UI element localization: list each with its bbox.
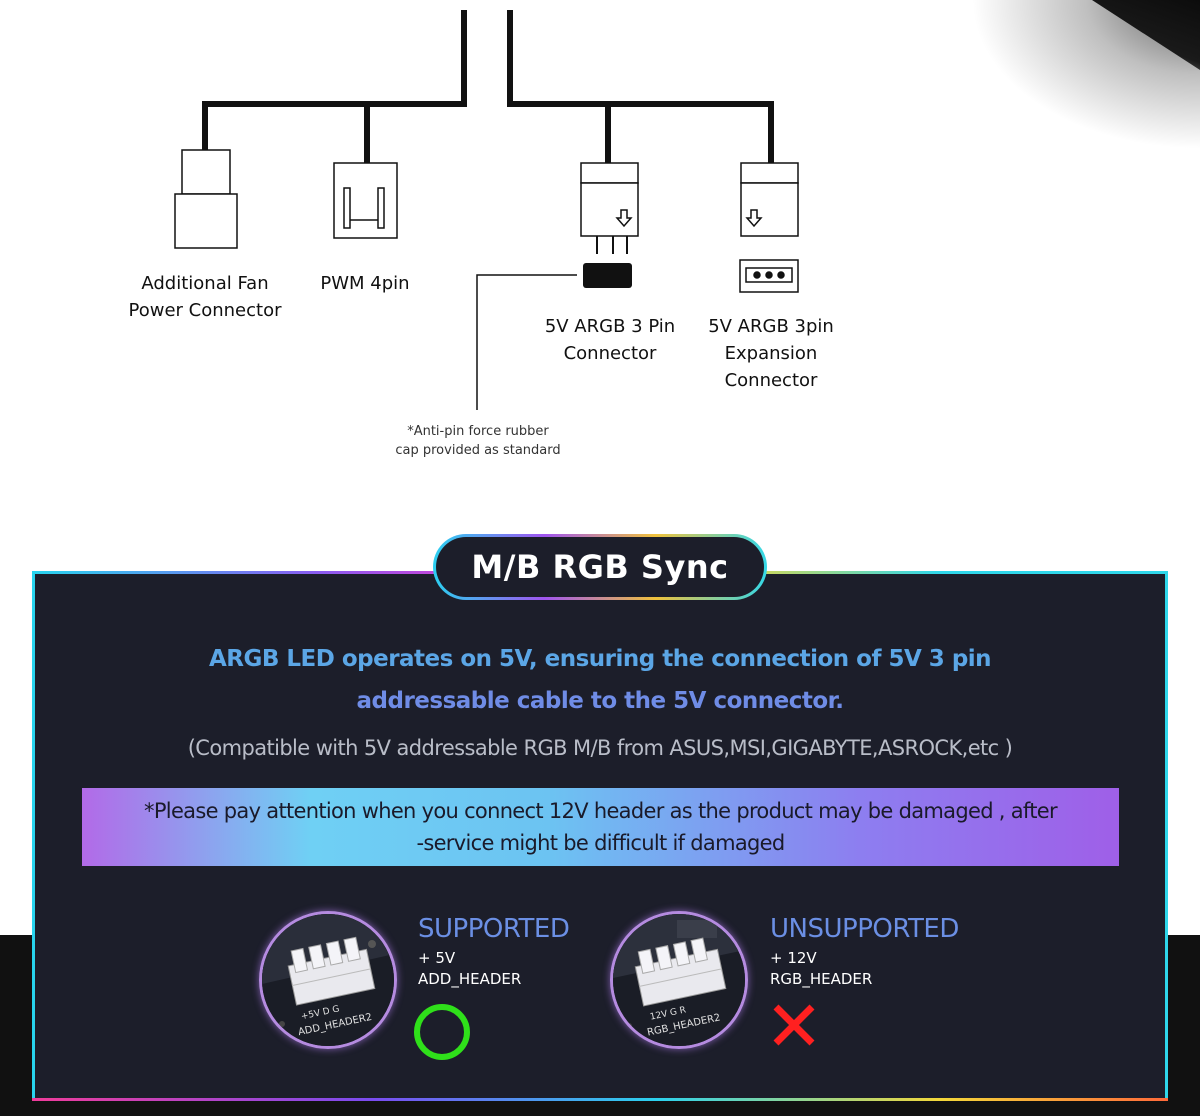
unsupported-title: UNSUPPORTED <box>770 914 959 944</box>
warning-banner: *Please pay attention when you connect 1… <box>82 788 1119 866</box>
argb3-label-line2: Connector <box>563 343 657 364</box>
additional-fan-label-line2: Power Connector <box>128 300 282 321</box>
cable-lines <box>202 10 774 163</box>
headline-line2: addressable cable to the 5V connector. <box>356 688 844 714</box>
supported-title: SUPPORTED <box>418 914 570 944</box>
footnote-leader-line <box>476 274 577 410</box>
argb-expansion-label-line1: 5V ARGB 3pin <box>708 316 834 337</box>
additional-fan-label-line1: Additional Fan <box>141 273 269 294</box>
rgb-sync-title-pill: M/B RGB Sync <box>433 534 767 600</box>
red-x-icon <box>773 1004 815 1046</box>
warning-line1: *Please pay attention when you connect 1… <box>144 799 1058 823</box>
title-pill-inner: M/B RGB Sync <box>436 537 764 597</box>
pwm-label-text: PWM 4pin <box>320 273 410 294</box>
rgb-sync-title: M/B RGB Sync <box>471 548 729 586</box>
rgb-header-pins-illustration: 12V G R RGB_HEADER2 <box>613 914 745 1046</box>
argb3-label-line1: 5V ARGB 3 Pin <box>544 316 676 337</box>
unsupported-header-photo: 12V G R RGB_HEADER2 <box>610 911 748 1049</box>
supported-header-name: ADD_HEADER <box>418 970 522 988</box>
footnote-line1: *Anti-pin force rubber <box>407 424 549 439</box>
argb-expansion-label-line2: Expansion <box>724 343 818 364</box>
headline-line1: ARGB LED operates on 5V, ensuring the co… <box>208 646 992 672</box>
pwm-connector-icon <box>333 162 398 239</box>
warning-line2: -service might be difficult if damaged <box>416 831 785 855</box>
argb3-label: 5V ARGB 3 Pin Connector <box>525 313 695 367</box>
unsupported-voltage: + 12V <box>770 949 817 967</box>
cable-diagram <box>174 10 799 410</box>
left-cable <box>202 10 467 150</box>
pwm-label: PWM 4pin <box>295 270 435 297</box>
argb-3pin-connector-icon <box>580 162 639 254</box>
argb-expansion-connector-icon <box>739 162 799 293</box>
additional-fan-label: Additional Fan Power Connector <box>105 270 305 324</box>
footnote-line2: cap provided as standard <box>395 443 561 458</box>
rubber-cap-icon <box>583 263 632 288</box>
green-circle-icon <box>414 1004 470 1060</box>
argb-expansion-label-line3: Connector <box>724 370 818 391</box>
supported-voltage: + 5V <box>418 949 456 967</box>
right-cable <box>507 10 774 163</box>
compatibility-note: (Compatible with 5V addressable RGB M/B … <box>187 736 1013 760</box>
argb-expansion-label: 5V ARGB 3pin Expansion Connector <box>690 313 852 394</box>
add-header-pins-illustration: +5V D G ADD_HEADER2 <box>262 914 394 1046</box>
rubber-cap-footnote: *Anti-pin force rubber cap provided as s… <box>368 422 588 460</box>
supported-header-photo: +5V D G ADD_HEADER2 <box>259 911 397 1049</box>
unsupported-header-name: RGB_HEADER <box>770 970 873 988</box>
additional-fan-connector-icon <box>174 149 238 249</box>
